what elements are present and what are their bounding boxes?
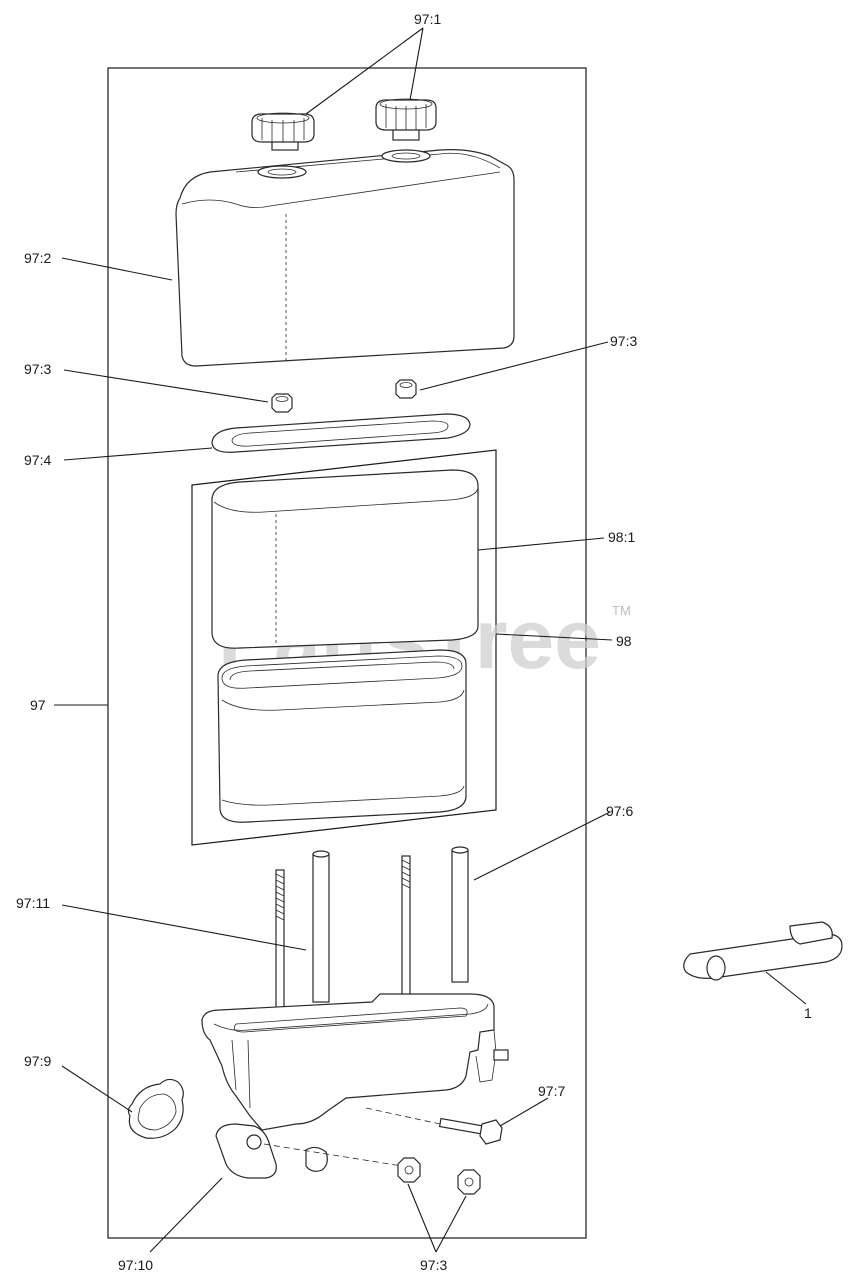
callout-97-2: 97:2 xyxy=(24,250,51,266)
watermark-tm: TM xyxy=(612,603,631,618)
air-cleaner-base xyxy=(201,993,509,1179)
callout-97-9: 97:9 xyxy=(24,1053,51,1069)
callout-97: 97 xyxy=(30,697,46,713)
nut-lower-right xyxy=(457,1169,481,1195)
nut-upper-right xyxy=(395,379,417,399)
wrench-tool xyxy=(683,921,843,981)
elbow-gasket xyxy=(127,1078,184,1139)
callout-97-10: 97:10 xyxy=(118,1257,153,1273)
callout-97-3-left: 97:3 xyxy=(24,361,51,377)
callout-97-3-right: 97:3 xyxy=(610,333,637,349)
callout-97-6: 97:6 xyxy=(606,803,633,819)
gasket xyxy=(211,413,471,453)
bolt xyxy=(438,1117,503,1145)
callout-97-3-bottom: 97:3 xyxy=(420,1257,447,1273)
callout-98: 98 xyxy=(616,633,632,649)
nut-lower-left xyxy=(397,1157,421,1183)
filter-kit-frame xyxy=(191,449,497,846)
assembly-frame xyxy=(107,67,587,1239)
air-cleaner-cover xyxy=(175,149,515,367)
callout-98-1: 98:1 xyxy=(608,529,635,545)
callout-97-7: 97:7 xyxy=(538,1083,565,1099)
callout-97-11: 97:11 xyxy=(16,895,50,911)
callout-97-4: 97:4 xyxy=(24,452,51,468)
filter-element xyxy=(217,649,467,823)
callout-97-1: 97:1 xyxy=(414,11,441,27)
knob-left xyxy=(251,112,315,151)
pre-cleaner xyxy=(211,469,479,649)
leader-lines xyxy=(54,27,807,1253)
callout-1: 1 xyxy=(804,1005,812,1021)
tube-right xyxy=(451,846,469,983)
tube-left xyxy=(312,850,330,1003)
knob-right xyxy=(375,98,437,141)
nut-upper-left xyxy=(271,393,293,413)
